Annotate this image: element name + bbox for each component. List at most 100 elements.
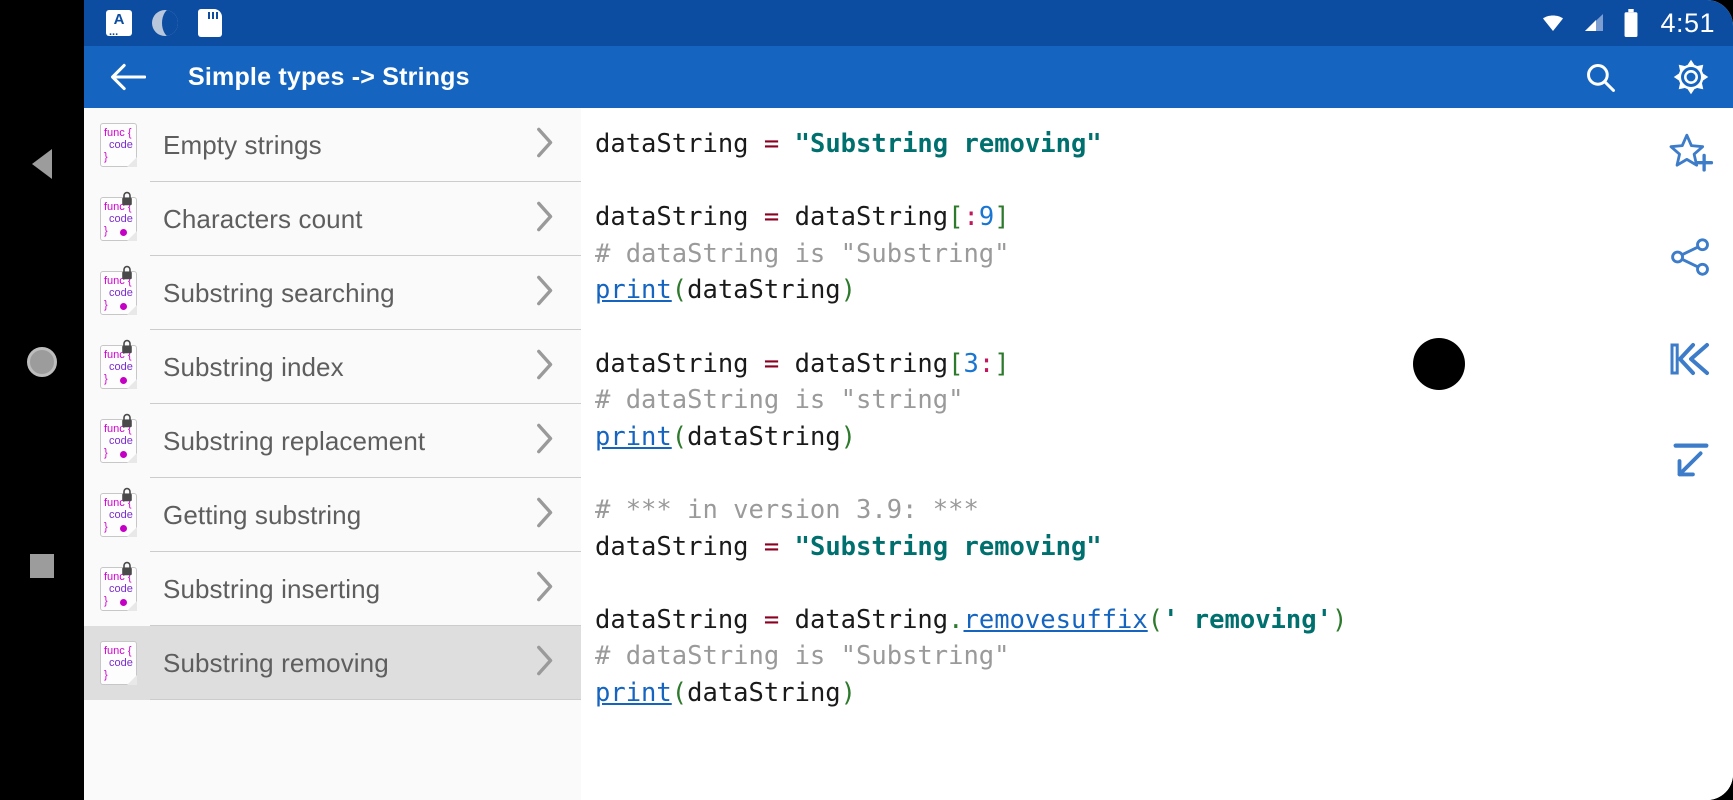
back-arrow-icon[interactable]	[110, 62, 146, 92]
code-token: [	[948, 348, 964, 379]
code-line: # dataString is "Substring"	[595, 236, 1733, 273]
share-button[interactable]	[1666, 232, 1716, 282]
list-item[interactable]: func {code}Substring removing	[84, 626, 581, 700]
share-icon	[1671, 238, 1709, 276]
code-token: =	[763, 129, 780, 159]
status-bar-left-icons: A	[106, 9, 222, 37]
list-item[interactable]: func {code} Empty strings	[84, 108, 581, 182]
code-line: dataString = "Substring removing"	[595, 126, 1733, 163]
battery-icon	[1624, 9, 1638, 37]
code-token: ]	[994, 348, 1010, 379]
code-line: dataString = dataString.removesuffix(' r…	[595, 602, 1733, 639]
lock-icon	[120, 487, 134, 503]
code-token: # dataString is "Substring"	[595, 238, 1010, 269]
code-token[interactable]: print	[595, 677, 672, 708]
status-bar-right-icons: 4:51	[1538, 8, 1715, 39]
list-item[interactable]: func {code}Substring replacement	[84, 404, 581, 478]
code-document-icon: func {code}	[100, 123, 137, 167]
list-item[interactable]: func {code}Substring searching	[84, 256, 581, 330]
status-bar-clock: 4:51	[1660, 7, 1715, 38]
lock-icon	[120, 191, 134, 207]
code-line: print(dataString)	[595, 272, 1733, 309]
status-bar: A 4:51	[84, 0, 1733, 46]
code-document-icon: func {code}	[100, 567, 137, 611]
list-divider	[150, 181, 581, 182]
code-token[interactable]: print	[595, 275, 672, 306]
code-block: dataString = "Substring removing" dataSt…	[595, 126, 1733, 712]
code-token: dataString	[687, 677, 841, 708]
sync-icon	[152, 10, 178, 36]
code-token: =	[763, 531, 780, 562]
list-item-label: Substring replacement	[163, 425, 426, 456]
list-divider	[150, 329, 581, 330]
star-add-button[interactable]	[1666, 130, 1716, 180]
code-token: =	[763, 202, 780, 233]
code-token	[779, 129, 794, 159]
star-add-icon	[1669, 133, 1714, 172]
a-keyboard-icon: A	[106, 10, 132, 36]
code-token: )	[840, 421, 857, 452]
code-line: dataString = dataString[3:]	[595, 346, 1733, 383]
page-title: Simple types -> Strings	[188, 62, 470, 91]
code-token: dataString	[595, 604, 764, 635]
nav-home-button[interactable]	[0, 334, 84, 390]
list-item[interactable]: func {code}Characters count	[84, 182, 581, 256]
code-line	[595, 455, 1733, 492]
touch-indicator	[1413, 338, 1465, 390]
code-line: dataString = "Substring removing"	[595, 529, 1733, 566]
code-token: # dataString is "Substring"	[595, 641, 1010, 672]
gear-icon[interactable]	[1673, 59, 1709, 95]
sd-card-icon	[198, 9, 222, 37]
code-token: )	[840, 275, 857, 306]
lock-icon	[120, 265, 134, 281]
code-token[interactable]: print	[595, 421, 672, 452]
list-item[interactable]: func {code}Substring index	[84, 330, 581, 404]
chevron-right-icon	[531, 200, 557, 239]
lock-icon	[120, 339, 134, 355]
code-viewer[interactable]: dataString = "Substring removing" dataSt…	[581, 108, 1733, 800]
collapse-down-left-button[interactable]	[1666, 436, 1716, 486]
chevron-right-icon	[531, 348, 557, 387]
code-line	[595, 309, 1733, 346]
code-token: [	[948, 202, 964, 233]
code-token: )	[840, 677, 857, 708]
code-token[interactable]: removesuffix	[963, 604, 1148, 635]
main-content: func {code} Empty strings func {code}Chara…	[84, 108, 1733, 800]
code-token: =	[763, 604, 780, 635]
list-item-label: Substring inserting	[163, 573, 381, 604]
code-document-icon: func {code}	[100, 197, 137, 241]
chevron-right-icon	[531, 496, 557, 535]
search-icon[interactable]	[1583, 60, 1617, 94]
code-token: # dataString is "string"	[595, 385, 964, 416]
list-divider	[150, 477, 581, 478]
list-divider	[150, 403, 581, 404]
nav-recents-button[interactable]	[0, 538, 84, 594]
list-divider	[150, 255, 581, 256]
chevron-right-icon	[531, 126, 557, 165]
nav-back-button[interactable]	[0, 136, 84, 192]
topic-list[interactable]: func {code} Empty strings func {code}Chara…	[84, 108, 581, 800]
code-token: ]	[994, 202, 1010, 233]
code-line	[595, 163, 1733, 200]
toolbar-actions	[1583, 59, 1709, 95]
lock-icon	[120, 413, 134, 429]
list-item-label: Substring index	[163, 351, 344, 382]
nav-home-icon	[27, 347, 57, 377]
list-item-label: Substring searching	[163, 277, 395, 308]
list-item-label: Empty strings	[163, 129, 322, 160]
collapse-down-left-icon	[1673, 443, 1709, 477]
list-item[interactable]: func {code} Substring inserting	[84, 552, 581, 626]
code-line	[595, 565, 1733, 602]
list-item[interactable]: func {code}Getting substring	[84, 478, 581, 552]
signal-icon	[1585, 14, 1604, 31]
list-item-label: Getting substring	[163, 499, 362, 530]
skip-to-start-button[interactable]	[1666, 334, 1716, 384]
nav-back-icon	[32, 149, 52, 179]
code-document-icon: func {code}	[100, 641, 137, 685]
action-rail	[1649, 108, 1733, 800]
code-token: (	[1147, 604, 1164, 635]
code-token	[779, 532, 794, 562]
app-toolbar: Simple types -> Strings	[84, 46, 1733, 108]
chevron-right-icon	[531, 644, 557, 683]
code-token: ' removing'	[1163, 604, 1332, 635]
